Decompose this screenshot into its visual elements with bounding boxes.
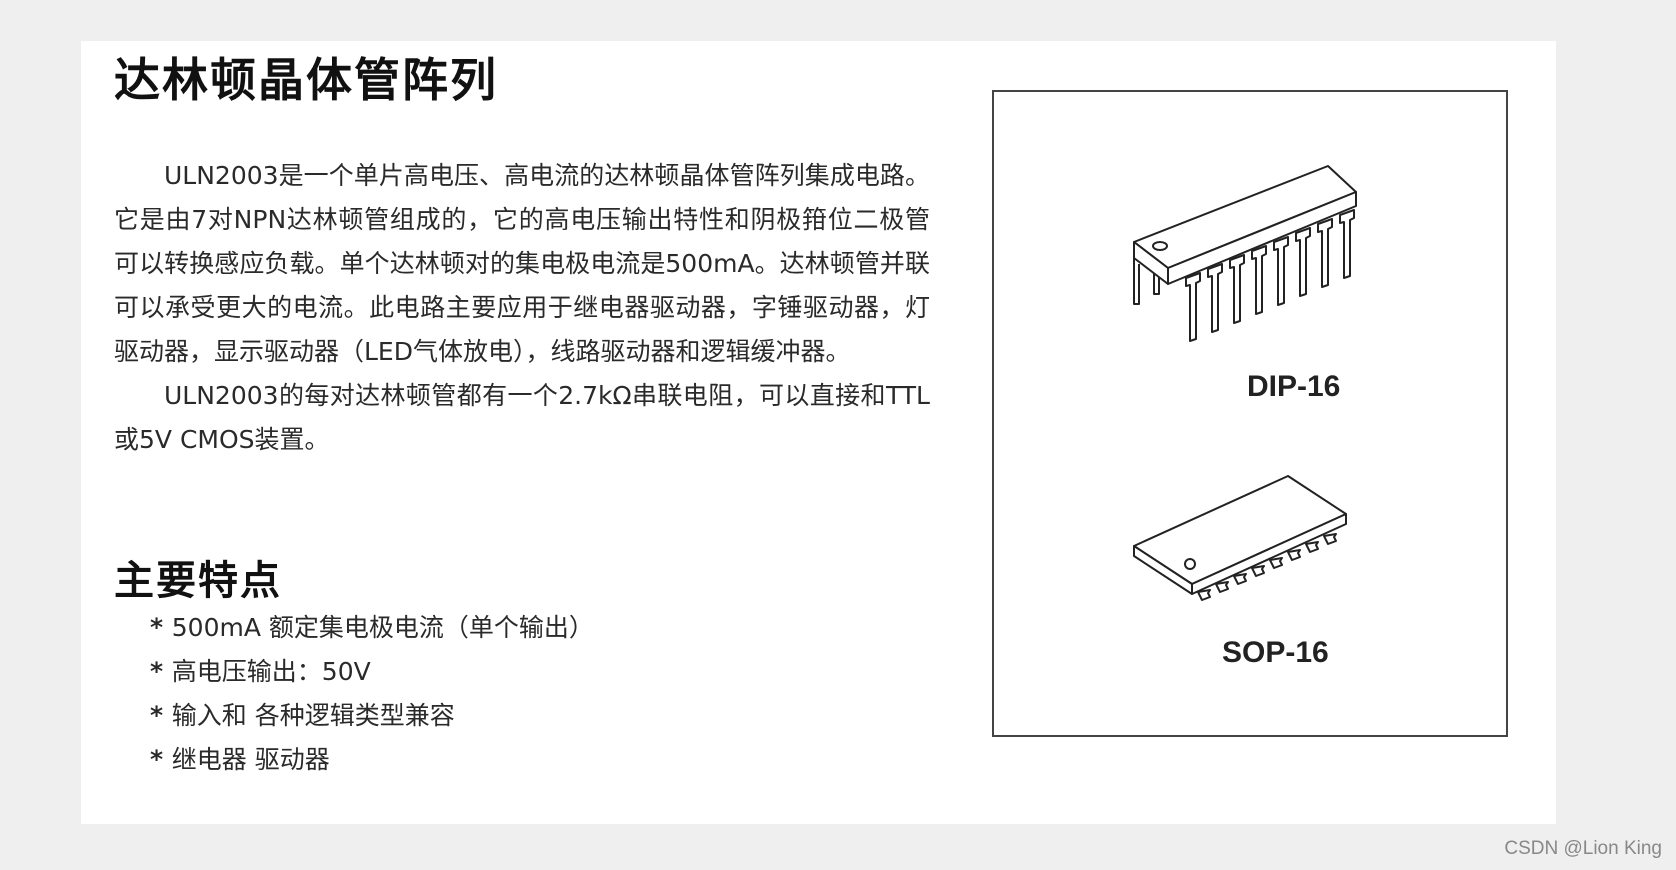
features-heading: 主要特点 bbox=[114, 558, 282, 604]
dip16-chip-illustration bbox=[1133, 165, 1357, 342]
package-figure: DIP-16 SOP-16 bbox=[992, 90, 1508, 737]
paragraph: ULN2003是一个单片高电压、高电流的达林顿晶体管阵列集成电路。它是由7对NP… bbox=[114, 161, 930, 366]
paragraph: ULN2003的每对达林顿管都有一个2.7kΩ串联电阻，可以直接和TTL或5V … bbox=[114, 381, 930, 454]
feature-item: 高电压输出：50V bbox=[150, 650, 594, 694]
watermark: CSDN @Lion King bbox=[1504, 838, 1662, 859]
features-list: 500mA 额定集电极电流（单个输出） 高电压输出：50V 输入和 各种逻辑类型… bbox=[150, 606, 594, 782]
feature-item: 500mA 额定集电极电流（单个输出） bbox=[150, 606, 594, 650]
feature-item: 继电器 驱动器 bbox=[150, 738, 594, 782]
page-title: 达林顿晶体管阵列 bbox=[114, 53, 498, 107]
description-text: ULN2003是一个单片高电压、高电流的达林顿晶体管阵列集成电路。它是由7对NP… bbox=[114, 154, 930, 462]
sop16-chip-illustration bbox=[1133, 475, 1347, 601]
sop16-label: SOP-16 bbox=[1222, 636, 1329, 669]
dip16-label: DIP-16 bbox=[1247, 370, 1341, 403]
feature-item: 输入和 各种逻辑类型兼容 bbox=[150, 694, 594, 738]
